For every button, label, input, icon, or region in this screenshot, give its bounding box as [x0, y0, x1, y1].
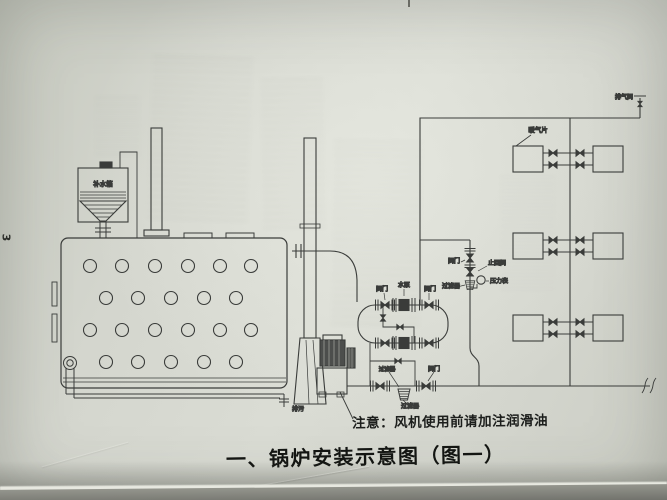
pump-manifold-loop: 阀门 水泵 阀门: [357, 280, 449, 351]
return-line-piping: 阀门 过滤器 过滤器: [347, 343, 657, 411]
valve-label: 阀门: [448, 257, 460, 265]
pressure-gauge-label: 压力表: [490, 277, 508, 285]
valve-label: 阀门: [376, 285, 388, 293]
flue-stack: [299, 137, 321, 339]
chimney-left: [143, 127, 170, 237]
radiator-row: [513, 233, 623, 259]
boiler-body: [51, 232, 288, 389]
check-valve-label: 止回阀: [488, 259, 506, 267]
valve-label: 阀门: [424, 285, 436, 293]
air-vent-valve-label: 排气阀: [615, 93, 633, 101]
dust-speck: [408, 0, 410, 7]
radiator-row: [513, 146, 623, 172]
caution-note: 注意：风机使用前请加注润滑油: [351, 412, 549, 432]
bleedthrough-texture: [95, 95, 140, 155]
pump-label: 水泵: [398, 281, 410, 289]
note-leader-line: [339, 391, 354, 420]
radiator-label: 暖气片: [528, 125, 548, 134]
fan-motor: [319, 339, 346, 367]
filter-label: 过滤器: [379, 365, 396, 373]
radiator-row: [513, 315, 623, 341]
fan-blower-unit: [293, 334, 356, 420]
filter-label: 过滤器: [442, 282, 460, 290]
filter-label: 过滤器: [401, 402, 419, 410]
blowdown-piping: 排污: [63, 356, 305, 414]
radiator-circuits: 暖气片: [513, 118, 623, 386]
page-number: 3: [0, 233, 13, 242]
makeup-tank-label: 补水箱: [93, 179, 113, 188]
supply-header-piping: 排气阀: [292, 92, 646, 305]
makeup-water-tank: 补水箱: [77, 151, 138, 238]
valve-label: 阀门: [428, 365, 440, 373]
blowdown-label: 排污: [292, 405, 304, 413]
check-valve-assembly: 阀门 止回阀 过滤器 压力表: [420, 239, 509, 386]
pipe-break-mark: [641, 377, 657, 394]
